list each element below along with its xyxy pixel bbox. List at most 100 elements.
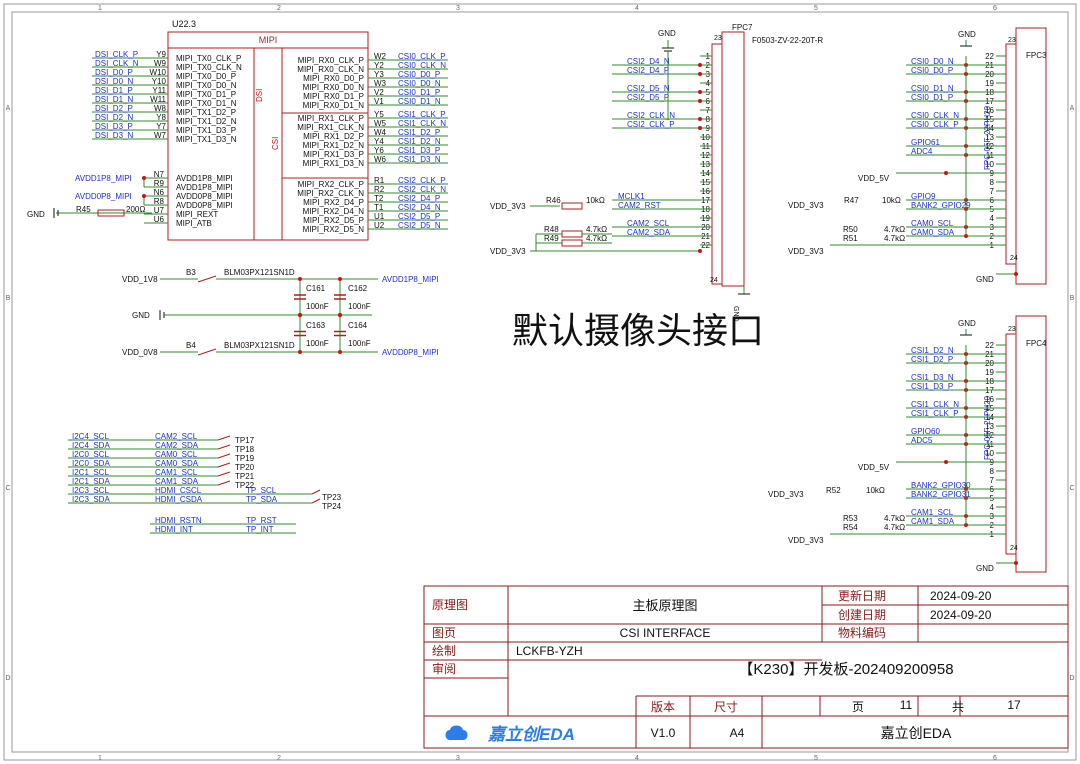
- tb-size-value: A4: [730, 726, 745, 740]
- net-label: CSI0_D1_N: [398, 97, 441, 106]
- tb-schematic-value: 主板原理图: [632, 598, 697, 613]
- pin-number: 22: [985, 341, 994, 350]
- net-label: CSI2_D5_N: [627, 84, 670, 93]
- pin-name: MIPI_RX1_D3_P: [303, 150, 364, 159]
- title-block: 原理图 主板原理图 更新日期 2024-09-20 创建日期 2024-09-2…: [423, 585, 1069, 749]
- net-label: I2C0_SCL: [72, 450, 109, 459]
- pin-number: Y7: [156, 122, 166, 131]
- testpoint-symbol: [217, 453, 231, 459]
- zone-col-label: 1: [98, 5, 102, 12]
- net-label: CSI1_D2_P: [398, 128, 440, 137]
- fpc7-vdd-b: VDD_3V3: [490, 247, 526, 256]
- pin-number: 16: [985, 106, 994, 115]
- tb-total-pages: 17: [1007, 698, 1021, 712]
- net-label: CSI1_CLK_P: [911, 409, 959, 418]
- pin-name: MIPI_TX1_D3_N: [176, 135, 237, 144]
- pin-number: N6: [154, 188, 165, 197]
- fpc4-top-pin: 23: [1008, 326, 1016, 333]
- pin-name: MIPI_TX1_D3_P: [176, 126, 236, 135]
- tb-logo: 嘉立创EDA: [487, 725, 575, 744]
- pin-number: U2: [374, 221, 385, 230]
- r45-ref: R45: [76, 205, 91, 214]
- junction-dot: [698, 63, 702, 67]
- fpc7-connector[interactable]: FPC7 F0503-ZV-22-20T-R GND 23 24 GND 123…: [490, 23, 823, 322]
- net-label: CSI1_CLK_P: [398, 110, 446, 119]
- fpc4-vdd3v3-b: VDD_3V3: [788, 536, 824, 545]
- pin-number: 19: [985, 368, 994, 377]
- zone-col-label: 6: [993, 755, 997, 762]
- net-label: DSI_D3_P: [95, 122, 133, 131]
- pin-name: MIPI_RX0_D0_P: [303, 74, 364, 83]
- net-label: CSI2_D4_P: [627, 66, 669, 75]
- net-label: CSI1_CLK_N: [398, 119, 446, 128]
- tb-page-of-label: 页: [852, 700, 864, 714]
- junction-dot: [142, 194, 146, 198]
- net-label: CSI0_CLK_P: [398, 52, 446, 61]
- junction-dot: [298, 350, 302, 354]
- pin-name: MIPI_TX0_CLK_N: [176, 63, 242, 72]
- pin-name: MIPI_TX0_D1_N: [176, 99, 237, 108]
- fpc7-vdd-a: VDD_3V3: [490, 202, 526, 211]
- tp-ref: TP22: [235, 481, 255, 490]
- net-label: I2C1_SDA: [72, 477, 110, 486]
- pin-name: MIPI_TX0_D0_N: [176, 81, 237, 90]
- pin-number: R9: [154, 179, 165, 188]
- net-label: CSI1_D3_N: [911, 373, 954, 382]
- zone-col-label: 2: [277, 755, 281, 762]
- pin-number: Y4: [374, 137, 384, 146]
- testpoint-symbol: [311, 489, 321, 495]
- net-label: CSI0_D1_N: [911, 84, 954, 93]
- net-label: I2C4_SCL: [72, 432, 109, 441]
- r48-ref: R48: [544, 225, 559, 234]
- tb-total-label: 共: [952, 700, 964, 714]
- zone-col-label: 5: [814, 5, 818, 12]
- tp-ref: TP19: [235, 454, 255, 463]
- fpc3-connector[interactable]: FPC3 FPC-05F-22PH20 GND 23 24 GND 222120…: [788, 27, 1047, 285]
- u22-csi-label: CSI: [271, 137, 280, 150]
- sheet-frame: [3, 3, 1077, 761]
- mipi-power-filter[interactable]: VDD_1V8 B3 BLM03PX121SN1D AVDD1P8_MIPI G…: [122, 268, 439, 357]
- pin-name: MIPI_TX0_CLK_P: [176, 54, 241, 63]
- fpc7-top-pin: 23: [714, 35, 722, 42]
- b4-ref: B4: [186, 341, 196, 350]
- zone-row-label: C: [1069, 485, 1074, 492]
- tp-ref: TP18: [235, 445, 255, 454]
- pin-name: MIPI_RX1_D2_P: [303, 132, 364, 141]
- r50-ref: R50: [843, 225, 858, 234]
- zone-col-label: 3: [456, 5, 460, 12]
- cap-value: 100nF: [306, 339, 329, 348]
- zone-row-label: A: [1070, 105, 1075, 112]
- net-label: DSI_D2_N: [95, 113, 133, 122]
- net-label: CSI0_D0_P: [911, 66, 953, 75]
- zone-col-label: 5: [814, 755, 818, 762]
- r48-value: 4.7kΩ: [586, 225, 607, 234]
- r47-ref: R47: [844, 196, 859, 205]
- pin-number: W8: [154, 104, 167, 113]
- junction-dot: [142, 176, 146, 180]
- avdd0p8-out: AVDD0P8_MIPI: [382, 348, 439, 357]
- net-label: DSI_CLK_P: [95, 50, 138, 59]
- main-title: 默认摄像头接口: [512, 310, 764, 351]
- zone-row-label: B: [6, 295, 11, 302]
- testpoint-symbol: [217, 471, 231, 477]
- net-label: I2C1_SCL: [72, 468, 109, 477]
- net-label: CSI1_D3_P: [398, 146, 440, 155]
- net-label: CAM2_SCL: [155, 432, 198, 441]
- net-label: BANK2_GPIO31: [911, 490, 971, 499]
- pin-number: Y6: [374, 146, 384, 155]
- tb-board-name: 【K230】开发板-202409200958: [738, 660, 953, 678]
- net-label: CSI2_CLK_N: [627, 111, 675, 120]
- net-label: DSI_D0_P: [95, 68, 133, 77]
- fpc4-connector[interactable]: FPC4 FPC-05F-22PH20 GND 23 24 GND 222120…: [768, 315, 1047, 573]
- pin-number: W6: [374, 155, 387, 164]
- junction-dot: [698, 249, 702, 253]
- tp-ref: TP17: [235, 436, 255, 445]
- pin-number: W2: [374, 52, 387, 61]
- fpc3-gnd-label: GND: [958, 30, 976, 39]
- net-label: DSI_D0_N: [95, 77, 133, 86]
- net-label: I2C3_SCL: [72, 486, 109, 495]
